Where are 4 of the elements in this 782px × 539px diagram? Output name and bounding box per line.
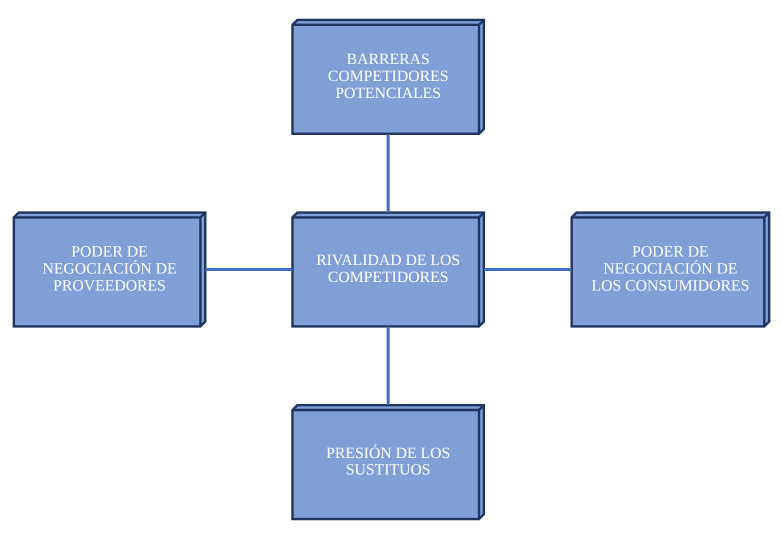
connector	[204, 268, 292, 272]
connector	[386, 326, 390, 405]
connector	[484, 268, 571, 272]
connector	[386, 134, 390, 212]
